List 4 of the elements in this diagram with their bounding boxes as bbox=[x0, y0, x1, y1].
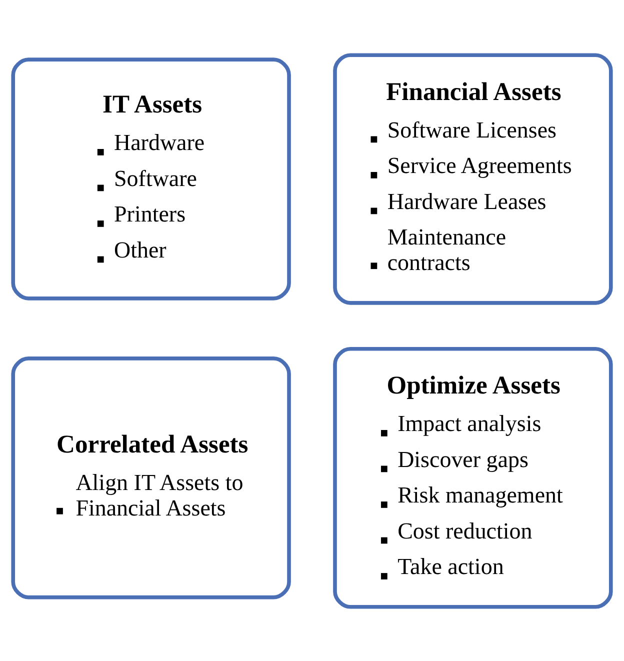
node-box: IT Assets Hardware Software Printers Other bbox=[11, 57, 291, 300]
node-box: Financial Assets Software Licenses Service Agreements Hardware Leases Maintenance contracts bbox=[333, 52, 613, 304]
node-box: Optimize Assets Impact analysis Discover gaps Risk management Cost reduction Take action bbox=[333, 346, 613, 608]
node-box: Correlated Assets Align IT Assets to Financial Assets bbox=[11, 356, 291, 599]
